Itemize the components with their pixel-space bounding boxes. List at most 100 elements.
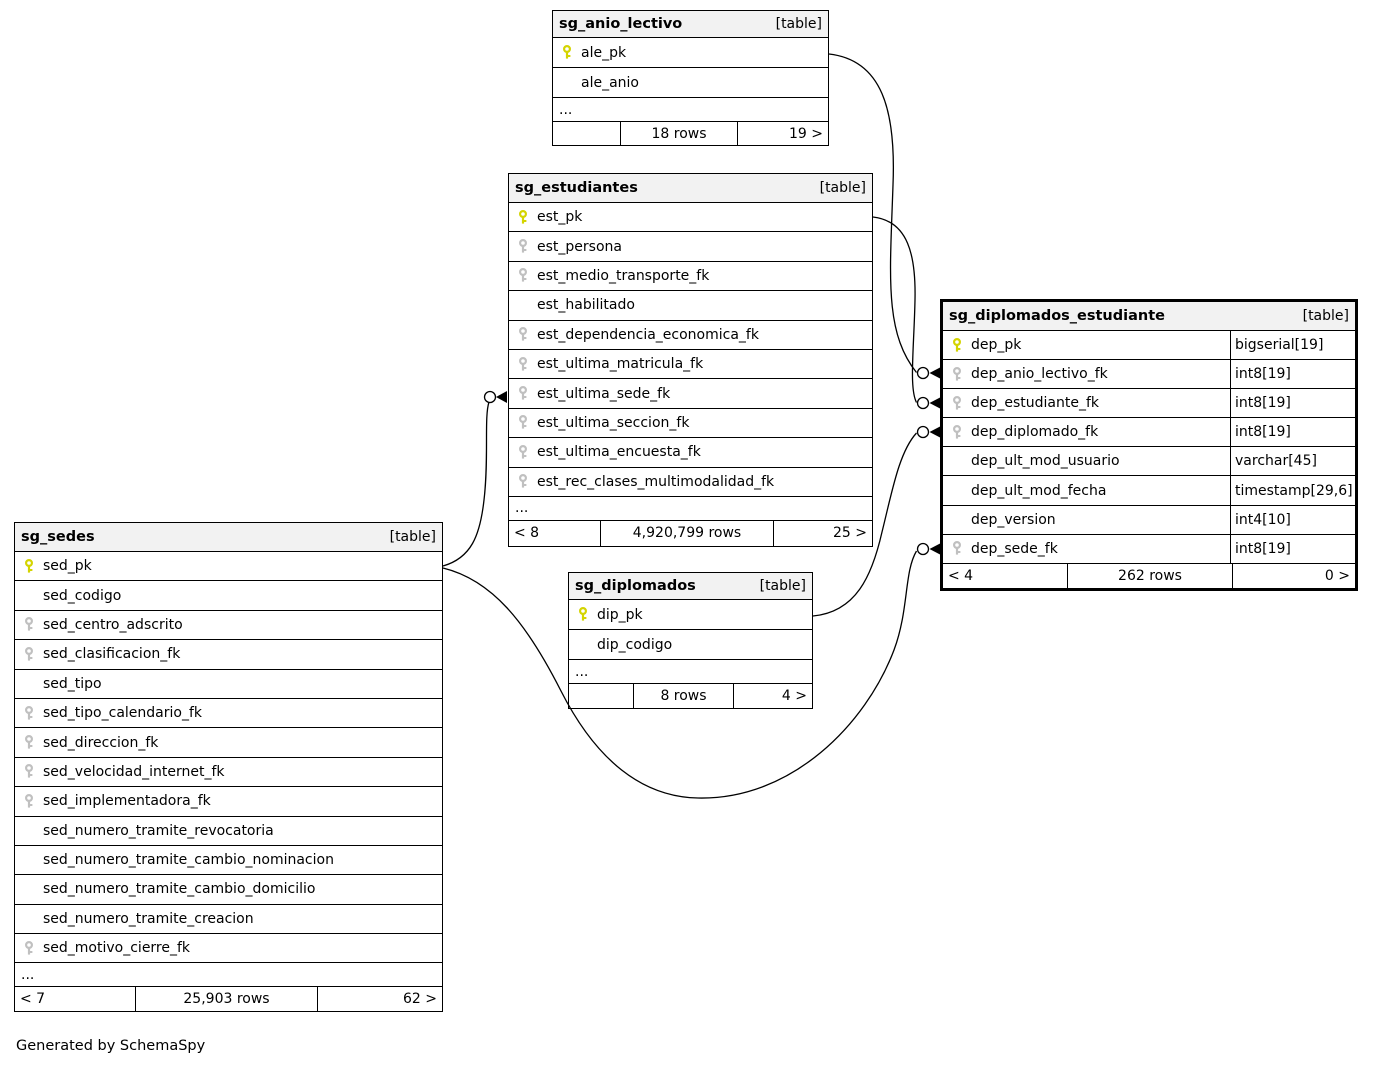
footer-row-count: 4,920,799 rows: [601, 520, 774, 546]
footer-row-count: 8 rows: [634, 684, 734, 708]
key-placeholder: [569, 630, 597, 659]
key-glyph: [519, 386, 527, 400]
foreign-key-icon: [509, 321, 537, 349]
foreign-key-icon: [509, 262, 537, 290]
table-type-label: [table]: [759, 578, 806, 594]
column-row-est_medio_transporte_fk: est_medio_transporte_fk: [509, 262, 872, 292]
column-row-est_pk: est_pk: [509, 203, 872, 233]
column-row-ale_anio: ale_anio: [553, 68, 828, 98]
foreign-key-icon: [15, 728, 43, 756]
column-row-est_rec_clases_multimodalidad_fk: est_rec_clases_multimodalidad_fk: [509, 468, 872, 497]
key-glyph: [563, 45, 571, 59]
key-glyph: [25, 646, 33, 661]
key-placeholder: [509, 291, 537, 319]
foreign-key-icon: [509, 438, 537, 466]
column-name: sed_numero_tramite_cambio_nominacion: [43, 852, 334, 869]
key-placeholder: [553, 68, 581, 97]
column-row-dip_pk: dip_pk: [569, 600, 812, 630]
column-row-est_dependencia_economica_fk: est_dependencia_economica_fk: [509, 321, 872, 350]
key-placeholder: [15, 817, 43, 845]
column-row-sed_centro_adscrito: sed_centro_adscrito: [15, 611, 442, 641]
column-row-est_habilitado: est_habilitado: [509, 291, 872, 321]
column-name: est_persona: [537, 238, 622, 255]
foreign-key-icon: [509, 468, 537, 496]
foreign-key-icon: [943, 389, 971, 417]
footer-parent-count: < 7: [15, 987, 136, 1012]
column-row-sed_numero_tramite_creacion: sed_numero_tramite_creacion: [15, 905, 442, 935]
footer-child-count: 19 >: [789, 125, 823, 142]
column-name: est_ultima_seccion_fk: [537, 414, 690, 431]
footer-row-count: 18 rows: [621, 122, 738, 145]
column-row-dip_codigo: dip_codigo: [569, 630, 812, 660]
primary-key-icon: [569, 600, 597, 629]
column-row-sed_codigo: sed_codigo: [15, 581, 442, 611]
key-glyph: [953, 366, 961, 381]
column-row-sed_numero_tramite_revocatoria: sed_numero_tramite_revocatoria: [15, 817, 442, 846]
column-row-sed_implementadora_fk: sed_implementadora_fk: [15, 787, 442, 817]
footer-parent-count: < 4: [943, 563, 1068, 588]
column-name: dep_anio_lectivo_fk: [971, 366, 1108, 383]
key-glyph: [25, 735, 33, 749]
rel-sed_pk-to-est_ultima_sede_fk: [442, 390, 507, 567]
key-glyph: [25, 705, 33, 720]
table-header: sg_sedes[table]: [15, 523, 442, 552]
foreign-key-icon: [15, 611, 43, 639]
table-type-label: [table]: [819, 180, 866, 196]
column-name: dep_pk: [971, 337, 1022, 354]
column-row-sed_motivo_cierre_fk: sed_motivo_cierre_fk: [15, 934, 442, 964]
key-placeholder: [15, 905, 43, 933]
column-name: sed_clasificacion_fk: [43, 646, 181, 663]
column-name: sed_tipo_calendario_fk: [43, 705, 202, 722]
column-row-est_ultima_sede_fk: est_ultima_sede_fk: [509, 379, 872, 409]
footer-child-count: 62 >: [403, 991, 437, 1008]
foreign-key-icon: [509, 232, 537, 260]
table-name-link[interactable]: sg_estudiantes: [515, 180, 638, 196]
footer-parent-count: [569, 684, 634, 708]
column-row-sed_clasificacion_fk: sed_clasificacion_fk: [15, 640, 442, 670]
table-name-link[interactable]: sg_diplomados_estudiante: [949, 308, 1165, 324]
column-name: dip_pk: [597, 606, 643, 623]
column-name: est_ultima_matricula_fk: [537, 356, 704, 373]
column-row-est_ultima_seccion_fk: est_ultima_seccion_fk: [509, 409, 872, 439]
table-name-link[interactable]: sg_anio_lectivo: [559, 16, 683, 32]
column-name: sed_numero_tramite_revocatoria: [43, 822, 274, 839]
key-glyph: [519, 327, 527, 341]
column-row-est_persona: est_persona: [509, 232, 872, 262]
column-name: est_habilitado: [537, 297, 635, 314]
foreign-key-icon: [15, 787, 43, 815]
column-name: dep_estudiante_fk: [971, 395, 1100, 412]
column-row-est_ultima_matricula_fk: est_ultima_matricula_fk: [509, 350, 872, 380]
column-row-sed_numero_tramite_cambio_nominacion: sed_numero_tramite_cambio_nominacion: [15, 846, 442, 876]
foreign-key-icon: [509, 409, 537, 437]
generated-by-note: Generated by SchemaSpy: [16, 1038, 206, 1054]
foreign-key-icon: [943, 360, 971, 388]
column-name: sed_tipo: [43, 675, 102, 692]
column-type: varchar[45]: [1230, 447, 1355, 476]
column-type: int8[19]: [1230, 360, 1355, 389]
key-glyph: [579, 607, 587, 621]
key-glyph: [25, 764, 33, 779]
column-type: int8[19]: [1230, 534, 1355, 563]
table-name-link[interactable]: sg_diplomados: [575, 578, 696, 594]
key-glyph: [953, 395, 961, 410]
key-glyph: [519, 356, 527, 371]
column-name: est_ultima_sede_fk: [537, 385, 671, 402]
foreign-key-icon: [15, 699, 43, 727]
column-name: sed_numero_tramite_creacion: [43, 910, 254, 927]
key-glyph: [519, 239, 527, 253]
column-name: est_rec_clases_multimodalidad_fk: [537, 473, 775, 490]
table-name-link[interactable]: sg_sedes: [21, 529, 95, 545]
key-glyph: [25, 793, 33, 808]
column-row-sed_pk: sed_pk: [15, 552, 442, 582]
key-glyph: [519, 209, 527, 224]
